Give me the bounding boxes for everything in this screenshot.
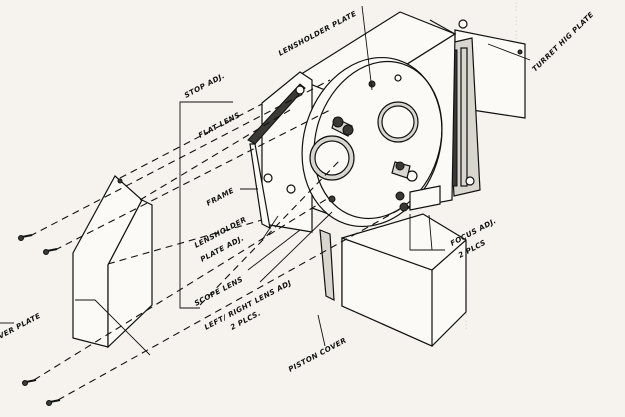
cover-plate	[72, 175, 153, 349]
leader-lines	[0, 5, 531, 356]
turret-hig-plate	[445, 19, 526, 197]
label-stop-adj: STOP ADJ.	[183, 71, 227, 100]
label-scope-lens: SCOPE LENS	[193, 274, 245, 307]
focus-adj-screws	[395, 185, 441, 212]
lensholder-disc	[301, 56, 443, 228]
label-frame: FRAME	[205, 186, 236, 208]
piston-cover	[319, 213, 467, 347]
label-flat-lens: FLAT LENS	[197, 110, 242, 140]
screw	[22, 379, 37, 386]
screw	[46, 399, 61, 406]
label-turret-hig-plate: TURRET HIG PLATE	[530, 10, 595, 74]
label-piston-cover: PISTON COVER	[287, 335, 348, 373]
explode-lines	[29, 79, 405, 401]
label-cover-plate: VER PLATE	[0, 311, 42, 341]
frame	[247, 71, 313, 233]
svg-text:··· ··· ···: ··· ··· ···	[510, 2, 523, 40]
